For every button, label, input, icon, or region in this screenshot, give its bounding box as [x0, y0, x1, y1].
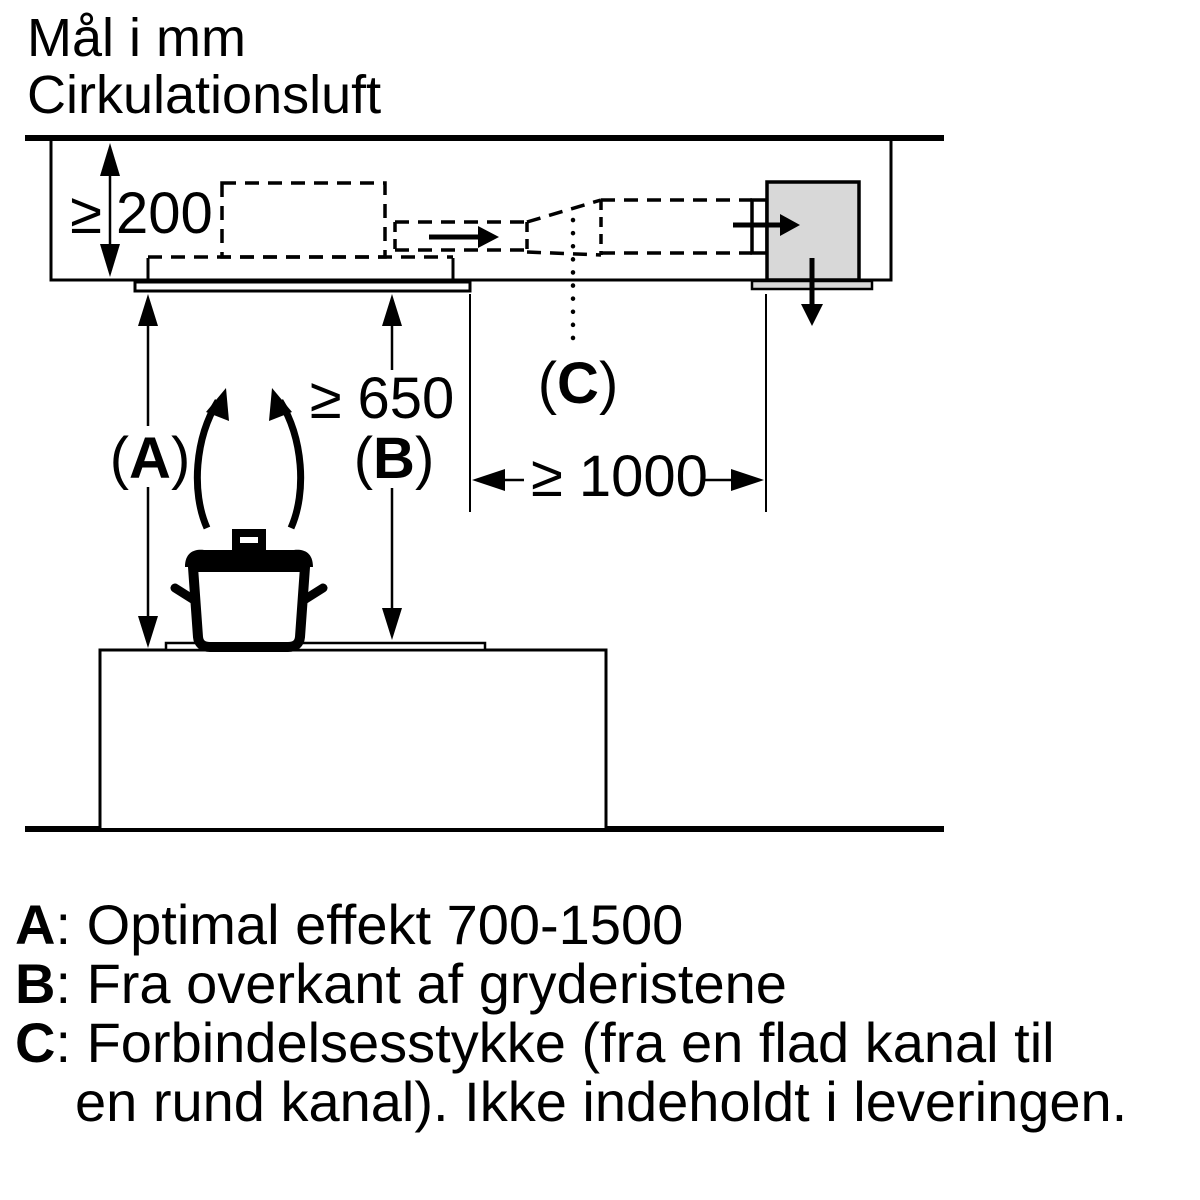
- dim-200-symbol: ≥: [70, 181, 102, 246]
- outlet-downflow-arrowhead: [801, 304, 823, 326]
- hood-module: [146, 181, 455, 280]
- steam-arrowhead-right: [269, 388, 292, 421]
- title-line-mode: Cirkulationsluft: [27, 65, 382, 125]
- dim-a: (A): [110, 294, 191, 648]
- pot-lid-knob: [232, 529, 266, 551]
- pot-handle-right: [299, 583, 328, 605]
- legend-item-b: B: Fra overkant af gryderistene: [15, 954, 1180, 1013]
- dim-b-arrowhead-up: [382, 294, 402, 326]
- dim-200-arrowhead-up: [100, 143, 120, 176]
- installation-diagram: ≥ 200 (C): [25, 135, 944, 832]
- counter-unit: [98, 641, 608, 828]
- legend-key-c: C: [15, 1011, 56, 1074]
- hood-ceiling-panel: [133, 280, 472, 293]
- dim-650-text: ≥650: [310, 366, 455, 431]
- dim-1000-arrowhead-right: [731, 469, 764, 491]
- hood-body-dashed: [220, 181, 387, 259]
- counter-outline: [98, 648, 608, 828]
- dim-distance: ≥1000: [469, 294, 767, 512]
- dim-1000-text: ≥1000: [531, 444, 708, 509]
- duct-run: [393, 198, 752, 257]
- pot: [170, 529, 328, 652]
- page-title: Mål i mm Cirkulationsluft: [27, 10, 381, 124]
- transition-top-slant: [526, 198, 602, 224]
- legend-key-b: B: [15, 952, 56, 1015]
- flat-duct-airflow-arrowhead: [478, 226, 499, 248]
- dim-a-arrowhead-down: [138, 616, 158, 648]
- a-label: (A): [110, 426, 191, 491]
- steam-curve-left: [193, 399, 221, 530]
- legend-text-b: Fra overkant af gryderistene: [86, 952, 787, 1015]
- pot-body: [188, 562, 310, 652]
- dim-ceiling-clearance: ≥ 200: [70, 143, 213, 277]
- dim-1000-arrowhead-left: [472, 469, 505, 491]
- legend: A: Optimal effekt 700-1500 B: Fra overka…: [15, 895, 1180, 1131]
- legend-item-a: A: Optimal effekt 700-1500: [15, 895, 1180, 954]
- dim-b: ≥650 (B): [310, 294, 455, 640]
- legend-item-c: C: Forbindelsesstykke (fra en flad kanal…: [15, 1013, 1180, 1131]
- outlet-unit: [733, 180, 874, 326]
- transition-bottom: [526, 250, 602, 257]
- legend-text-c-line1: Forbindelsesstykke (fra en flad kanal ti…: [86, 1011, 1055, 1074]
- steam-curve-right: [277, 399, 305, 530]
- pot-handle-left: [170, 583, 199, 605]
- room: [25, 135, 944, 832]
- cooktop-panel: [164, 641, 487, 652]
- legend-sep-a: :: [55, 893, 87, 956]
- steam-arrows: [193, 388, 305, 530]
- dim-200-arrowhead-down: [100, 244, 120, 277]
- outlet-inflow-arrowhead: [780, 214, 800, 236]
- dim-a-arrowhead-up: [138, 294, 158, 326]
- legend-sep-c: :: [55, 1011, 87, 1074]
- legend-sep-b: :: [55, 952, 87, 1015]
- dim-200-value: 200: [116, 181, 213, 246]
- b-label: (B): [354, 426, 435, 491]
- c-marker: (C): [538, 217, 619, 416]
- legend-text-a: Optimal effekt 700-1500: [86, 893, 684, 956]
- dim-b-arrowhead-down: [382, 608, 402, 640]
- title-line-units: Mål i mm: [27, 8, 246, 68]
- steam-arrowhead-left: [206, 388, 229, 421]
- c-label: (C): [538, 351, 619, 416]
- legend-key-a: A: [15, 893, 56, 956]
- soffit-outline: [49, 141, 893, 282]
- legend-text-c-line2: en rund kanal). Ikke indeholdt i leverin…: [75, 1070, 1128, 1133]
